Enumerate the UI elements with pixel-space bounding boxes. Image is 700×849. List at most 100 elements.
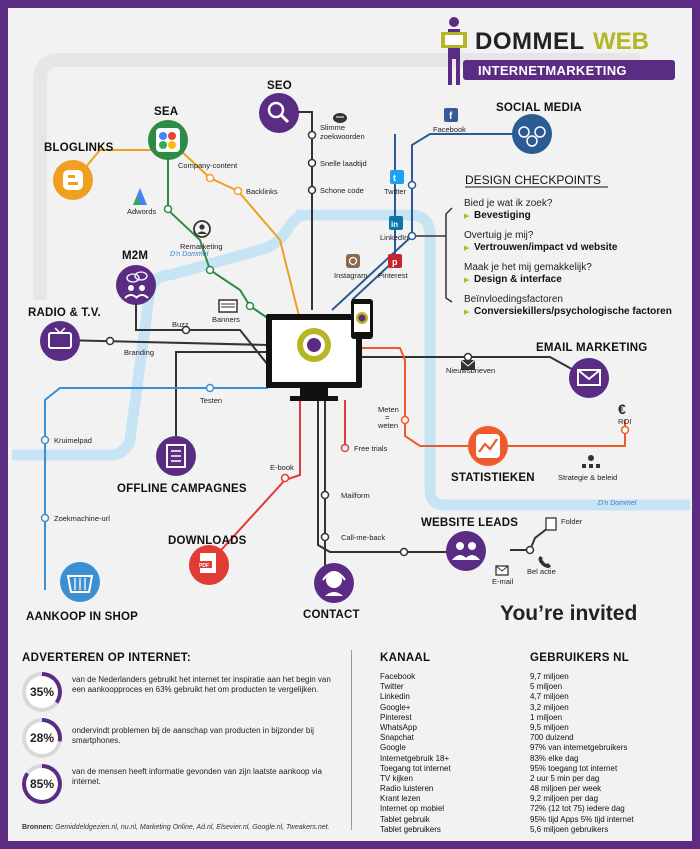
label-nieuwsbrieven: Nieuwsbrieven: [446, 366, 495, 375]
table-cell-users: 95% tijd Apps 5% tijd internet: [530, 814, 634, 824]
hub-bloglinks-label: BLOGLINKS: [44, 142, 114, 154]
euro-icon: €: [618, 401, 626, 417]
label-weten: weten: [377, 421, 398, 430]
chart-icon: [478, 438, 498, 453]
table-cell-users: 4,7 miljoen: [530, 692, 569, 702]
envelope-icon: [577, 369, 601, 386]
hub-sea-label: SEA: [154, 106, 178, 118]
newsletter-icon: [460, 359, 476, 370]
table-cell-channel: Radio luisteren: [380, 784, 434, 794]
checkpoint-a1: Bevestiging: [474, 210, 531, 221]
table-cell-users: 48 miljoen per week: [530, 784, 602, 794]
hub-offline[interactable]: [156, 436, 196, 476]
label-adwords: Adwords: [127, 207, 156, 216]
hub-radio[interactable]: [40, 321, 80, 361]
checkpoints-bracket: [445, 207, 453, 303]
stat-pct-1: 35%: [26, 676, 58, 708]
stat-2: 28% ondervindt problemen bij de aanschap…: [16, 718, 346, 764]
table-cell-channel: Internetgebruik 18+: [380, 753, 450, 763]
line-statistieken: [362, 347, 626, 447]
table-cell-users: 97% van internetgebruikers: [530, 743, 628, 753]
line-folder: [510, 527, 549, 551]
hub-statistieken[interactable]: [468, 426, 508, 466]
stop-banners: [245, 301, 255, 311]
instagram-icon: [346, 254, 360, 268]
label-branding: Branding: [124, 348, 154, 357]
hub-sea[interactable]: [148, 120, 188, 160]
line-radio: [59, 339, 269, 346]
label-slimme: Slimme: [320, 123, 345, 132]
linkedin-icon: in: [389, 216, 403, 230]
metro-map: D'n Dommel D'n Dommel: [12, 17, 690, 625]
sources: Bronnen: Gemiddeldgezien.nl, nu.nl, Mark…: [22, 824, 330, 831]
label-buzz: Buzz: [172, 320, 189, 329]
logo-text-accent: WEB: [593, 28, 649, 55]
stop-company: [205, 173, 215, 183]
line-social: [331, 133, 530, 311]
table-cell-users: 9,5 miljoen: [530, 722, 569, 732]
advert-title: ADVERTEREN OP INTERNET:: [22, 652, 191, 664]
folder-icon: [545, 517, 557, 531]
hub-bloglinks[interactable]: [53, 160, 93, 200]
blogger-icon: [63, 170, 83, 190]
stop-roi: [620, 425, 630, 435]
hub-shop[interactable]: [60, 562, 100, 602]
table-cell-channel: Tablet gebruik: [380, 814, 430, 824]
hub-shop-label: AANKOOP IN SHOP: [26, 611, 138, 623]
svg-text:f: f: [449, 111, 453, 122]
checkpoint-a4: Conversiekillers/psychologische factoren: [474, 306, 672, 317]
svg-text:▶: ▶: [464, 244, 470, 252]
label-banners: Banners: [212, 315, 240, 324]
label-ebook: E-book: [270, 463, 294, 472]
hub-contact-label: CONTACT: [303, 609, 360, 621]
logo-tagline: INTERNETMARKETING: [478, 63, 627, 78]
table-cell-users: 5,6 miljoen gebruikers: [530, 824, 609, 834]
email-icon: [495, 565, 509, 576]
table-col2-header: GEBRUIKERS NL: [530, 652, 630, 664]
hub-leads[interactable]: [446, 531, 486, 571]
hub-m2m[interactable]: [116, 265, 156, 305]
stop-nieuwsbrieven: [463, 352, 473, 362]
stop-meten: [400, 415, 410, 425]
table-cell-channel: Pinterest: [380, 712, 412, 722]
table-cell-users: 83% elke dag: [530, 753, 579, 763]
remarketing-icon: [193, 220, 211, 238]
hub-contact[interactable]: [314, 563, 354, 603]
stat-text-3: van de mensen heeft informatie gevonden …: [72, 767, 322, 786]
hub-downloads[interactable]: PDF: [189, 545, 229, 585]
table-cell-channel: Linkedin: [380, 692, 410, 702]
hub-seo-label: SEO: [267, 80, 292, 92]
table-cell-users: 3,2 miljoen: [530, 702, 569, 712]
checkpoint-a3: Design & interface: [474, 274, 562, 285]
table-cell-channel: Twitter: [380, 682, 404, 692]
stat-text-1: van de Nederlanders gebruikt het interne…: [72, 675, 331, 694]
stop-backlinks: [233, 186, 243, 196]
logo-text-dark: DOMMEL: [475, 28, 585, 55]
table-cell-users: 9,7 miljoen: [530, 672, 569, 681]
hub-seo[interactable]: [259, 93, 299, 133]
label-folder: Folder: [561, 517, 583, 526]
checkpoint-q4: Beïnvloedingsfactoren: [464, 294, 563, 305]
table-cell-users: 72% (12 tot 75) iedere dag: [530, 804, 625, 814]
document-icon: [166, 444, 186, 468]
hub-email[interactable]: [569, 358, 609, 398]
stat-3: 85% van de mensen heeft informatie gevon…: [16, 764, 346, 810]
label-strategie: Strategie & beleid: [558, 473, 617, 482]
hub-social-label: SOCIAL MEDIA: [496, 102, 582, 114]
stop-kruimelpad: [40, 435, 50, 445]
river-label-top: D'n Dommel: [170, 251, 209, 258]
table-cell-users: 95% toegang tot internet: [530, 763, 618, 773]
hub-social[interactable]: [512, 114, 552, 154]
pinterest-icon: p: [388, 254, 402, 268]
label-kruimelpad: Kruimelpad: [54, 436, 92, 445]
table-row: Internetgebruik 18+ 83% elke dag: [380, 754, 680, 764]
label-twitter: Twitter: [384, 187, 407, 196]
label-schone: Schone code: [320, 186, 364, 195]
